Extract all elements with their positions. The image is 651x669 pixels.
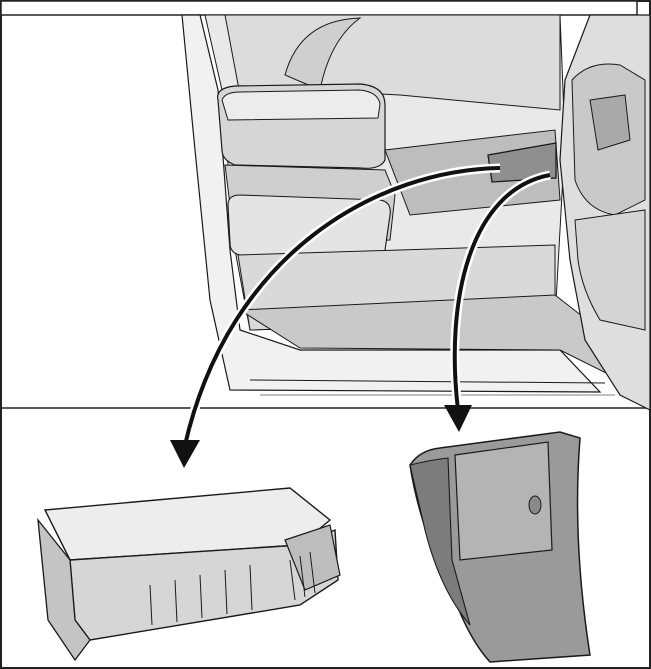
fuse-rib [224,569,228,615]
arrow-head-right [444,405,472,432]
top-box-edge [0,0,638,16]
arrow-to-fuse-box [183,166,501,446]
trim-cover-clip [528,495,542,515]
fuse-rib [249,564,253,611]
fuse-rib [199,574,203,619]
sill-line [249,379,606,384]
steering-wheel [284,17,362,91]
side-trim-cover [409,431,591,663]
seat-top [221,89,381,121]
pin [289,559,296,601]
highlighted-panel [487,142,557,183]
door-lower-panel [574,209,646,331]
pin [309,551,316,594]
fuse-box-module [37,487,341,662]
connector-pins [289,551,316,601]
fuse-rib [174,579,178,623]
fuse-box-end [37,517,91,662]
arrow-head-left [170,440,200,468]
fuse-box-ribs [149,564,253,626]
arrow-to-trim-cover [452,173,551,411]
door-handle-recess [589,94,631,151]
vehicle-interior-view [181,14,651,411]
door-frame [181,14,602,393]
pin [299,555,306,598]
fuse-rib [149,584,153,626]
callout-arrows [170,163,551,468]
fuse-box-connector [284,524,341,591]
trim-cover-inner-panel [454,441,553,561]
trim-cover-left-face [409,457,471,626]
